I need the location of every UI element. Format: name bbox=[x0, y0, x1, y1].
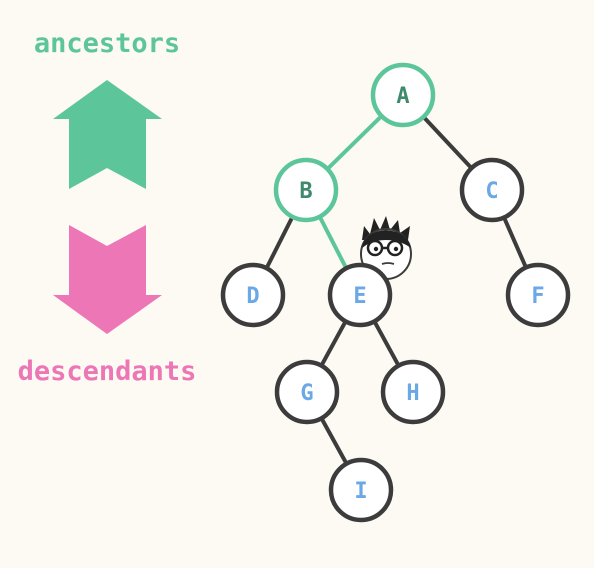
node-circle bbox=[505, 262, 571, 328]
descendants-label: descendants bbox=[18, 356, 197, 387]
node-c: C bbox=[459, 157, 525, 223]
node-label: F bbox=[531, 284, 544, 309]
node-label: H bbox=[406, 381, 419, 406]
node-e: E bbox=[327, 262, 393, 328]
node-f: F bbox=[505, 262, 571, 328]
node-label: G bbox=[300, 381, 313, 406]
ancestors-up-arrow-icon bbox=[53, 80, 162, 189]
node-d: D bbox=[220, 262, 286, 328]
node-circle bbox=[328, 457, 394, 523]
node-circle bbox=[380, 359, 446, 425]
node-label: D bbox=[246, 284, 259, 309]
node-circle bbox=[459, 157, 525, 223]
node-label: B bbox=[299, 179, 312, 204]
node-g: G bbox=[274, 359, 340, 425]
node-a: A bbox=[370, 62, 436, 128]
ancestors-label: ancestors bbox=[34, 28, 180, 59]
node-label: I bbox=[354, 479, 367, 504]
node-circle bbox=[370, 62, 436, 128]
tree-edges bbox=[251, 93, 540, 491]
node-circle bbox=[327, 262, 393, 328]
tree-nodes: A B C D E F G H I bbox=[220, 62, 571, 523]
node-circle bbox=[274, 359, 340, 425]
node-label: E bbox=[353, 284, 366, 309]
node-i: I bbox=[328, 457, 394, 523]
node-b: B bbox=[273, 157, 339, 223]
node-circle bbox=[220, 262, 286, 328]
node-h: H bbox=[380, 359, 446, 425]
node-label: A bbox=[396, 84, 409, 109]
descendants-down-arrow-icon bbox=[53, 225, 162, 334]
node-circle bbox=[273, 157, 339, 223]
node-label: C bbox=[485, 179, 498, 204]
